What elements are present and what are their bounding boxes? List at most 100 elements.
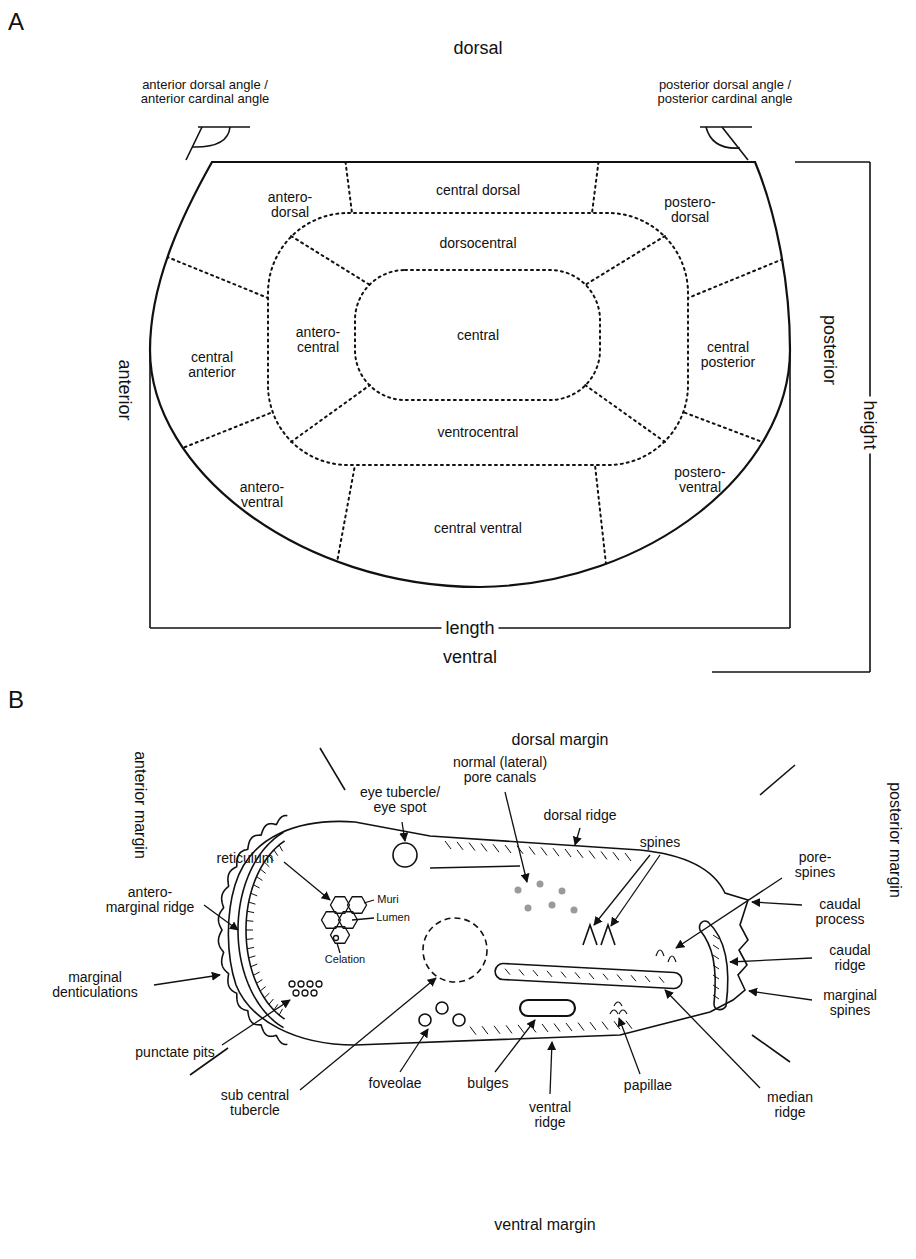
hatch-stroke xyxy=(260,869,265,873)
hatch-stroke xyxy=(274,850,278,856)
zone-label: antero- dorsal xyxy=(255,190,325,219)
hatch-stroke xyxy=(279,1009,282,1015)
dimension-bracket xyxy=(150,162,870,672)
callout-label: marginal denticulations xyxy=(40,970,150,999)
reticulum-cell xyxy=(348,897,367,913)
zone-line xyxy=(140,412,273,465)
cell-pointer xyxy=(352,918,374,920)
zone-label: antero- central xyxy=(283,325,353,354)
zone-core xyxy=(355,270,600,400)
angle-marker xyxy=(186,127,752,160)
hatch-stroke xyxy=(519,969,524,975)
dorsal-ridge-line xyxy=(430,866,520,868)
hatch-stroke xyxy=(518,1025,524,1033)
hatch-stroke xyxy=(505,845,511,853)
hatch-stroke xyxy=(251,893,257,896)
hatch-stroke xyxy=(246,920,253,922)
callout-label: median ridge xyxy=(755,1090,825,1119)
ridge-hatching xyxy=(246,841,719,1035)
zone-line xyxy=(592,150,600,213)
leader-arrow xyxy=(284,862,330,900)
leader-arrow xyxy=(154,975,220,985)
hatch-stroke xyxy=(713,995,719,999)
hatch-stroke xyxy=(247,911,254,912)
orientation-tick xyxy=(190,748,795,1075)
leader-arrow xyxy=(505,792,527,882)
callout-label: caudal process xyxy=(805,897,875,926)
hatch-stroke xyxy=(269,999,273,1004)
leader-arrow xyxy=(204,905,238,930)
hatch-stroke xyxy=(713,935,719,939)
hatch-stroke xyxy=(257,980,263,984)
hatch-stroke xyxy=(645,976,650,982)
hatch-stroke xyxy=(246,930,253,931)
hatch-stroke xyxy=(469,843,475,851)
hatch-stroke xyxy=(253,885,259,888)
panel-letter: B xyxy=(8,687,24,712)
leader-arrow xyxy=(752,902,802,905)
hatch-stroke xyxy=(457,842,463,850)
zone-label: central posterior xyxy=(688,340,768,369)
hatch-stroke xyxy=(631,975,636,981)
hatch-stroke xyxy=(506,1025,512,1033)
hatch-stroke xyxy=(589,973,594,979)
hatch-stroke xyxy=(713,985,719,989)
hatch-stroke xyxy=(659,977,664,983)
callout-label: foveolae xyxy=(369,1076,422,1091)
leader-arrow xyxy=(550,1042,552,1094)
dimension-label: length xyxy=(441,619,498,638)
orientation-label: anterior xyxy=(116,359,135,420)
reticulum-cell xyxy=(331,927,350,943)
hatch-stroke xyxy=(541,847,547,855)
hatch-stroke xyxy=(505,969,510,975)
hatch-stroke xyxy=(603,974,608,980)
zone-label: ventrocentral xyxy=(438,425,519,440)
hatch-stroke xyxy=(445,841,451,849)
zone-label: central ventral xyxy=(434,521,522,536)
hatch-stroke xyxy=(566,1023,572,1031)
hatch-stroke xyxy=(494,1026,500,1034)
hatch-stroke xyxy=(253,972,259,975)
callout-label: antero- marginal ridge xyxy=(100,885,200,914)
zone-label: postero- ventral xyxy=(663,465,738,494)
callout-label: marginal spines xyxy=(815,988,885,1017)
ostracod-sketch xyxy=(154,748,812,1094)
zone-ring xyxy=(268,213,688,465)
hatch-stroke xyxy=(260,987,265,991)
zone-line xyxy=(330,465,355,600)
hatch-stroke xyxy=(613,852,619,860)
cell-pointer xyxy=(337,943,340,953)
valve-outline xyxy=(228,821,748,1045)
leader-arrow xyxy=(730,958,812,962)
leader-arrow xyxy=(594,855,650,925)
callout-label: punctate pits xyxy=(135,1045,214,1060)
zone-label: antero- ventral xyxy=(227,480,297,509)
hatch-stroke xyxy=(601,851,607,859)
hatch-stroke xyxy=(553,848,559,856)
reticulum-cell xyxy=(322,912,341,928)
hatch-stroke xyxy=(470,1027,476,1035)
callout-label: papillae xyxy=(624,1078,672,1093)
margin-label: dorsal margin xyxy=(512,732,609,749)
hatch-stroke xyxy=(246,938,253,940)
hatch-stroke xyxy=(493,844,499,852)
zone-label: central anterior xyxy=(175,350,250,379)
orientation-label: ventral xyxy=(443,648,497,667)
leader-arrow xyxy=(611,855,660,926)
leader-lines xyxy=(154,792,812,1094)
callout-label: eye tubercle/ eye spot xyxy=(353,785,448,814)
callout-label: spines xyxy=(640,835,680,850)
hatch-stroke xyxy=(713,975,719,979)
zone-label: central dorsal xyxy=(436,183,520,198)
callout-label: dorsal ridge xyxy=(543,808,616,823)
leader-arrow xyxy=(402,822,405,841)
hatch-stroke xyxy=(713,945,719,949)
leader-arrow xyxy=(575,828,580,845)
hatch-stroke xyxy=(565,849,571,857)
cell-part-label: Lumen xyxy=(376,912,410,924)
zone-line xyxy=(595,465,610,600)
hatch-stroke xyxy=(482,1026,488,1034)
hatch-stroke xyxy=(533,970,538,976)
leader-arrow xyxy=(619,1018,640,1074)
zone-line xyxy=(150,250,268,298)
